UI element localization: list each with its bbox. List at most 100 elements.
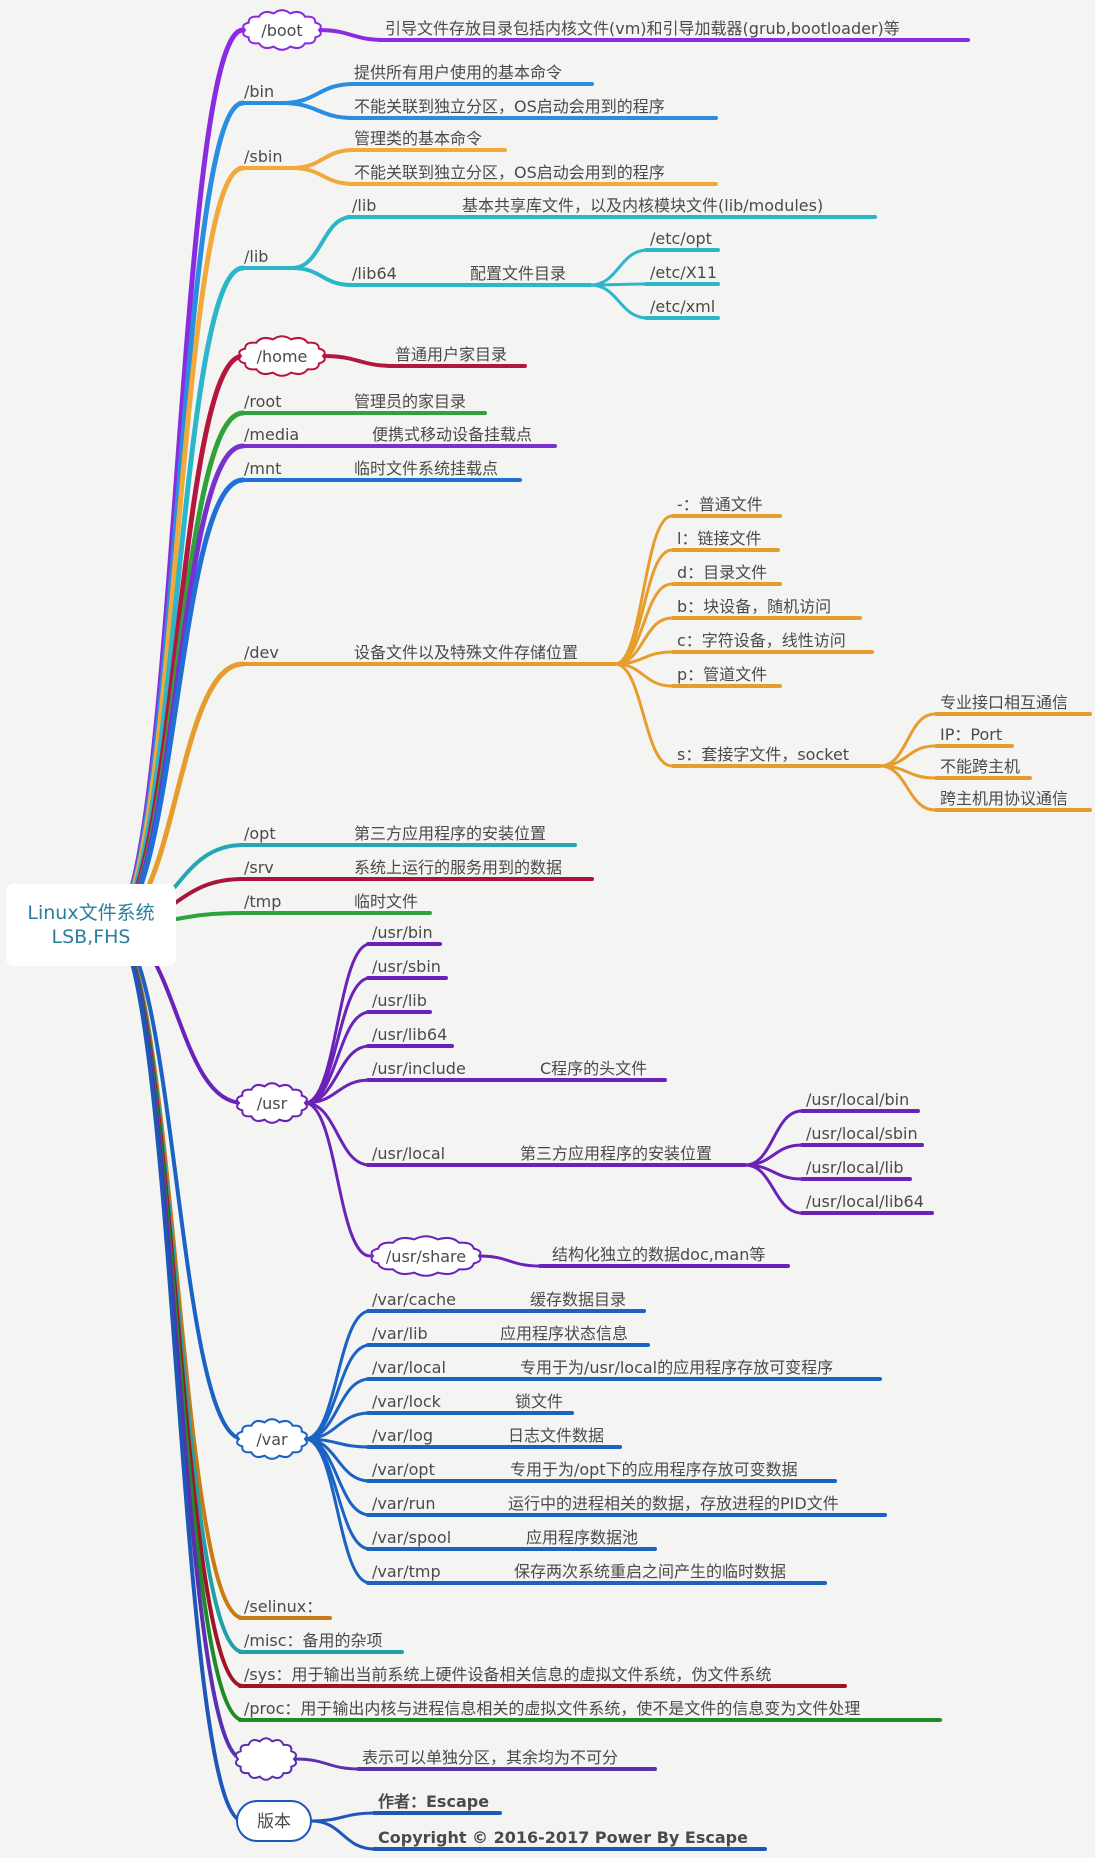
branch-connector — [309, 1819, 377, 1851]
node-opt[interactable]: /opt — [244, 824, 276, 843]
node-usr-bin[interactable]: /usr/bin — [372, 923, 433, 942]
node-bin-d1[interactable]: 提供所有用户使用的基本命令 — [354, 63, 562, 82]
home-node[interactable]: /home — [238, 335, 326, 377]
cloud-label: /home — [257, 347, 308, 366]
node-home-desc[interactable]: 普通用户家目录 — [395, 345, 507, 364]
node-dev-t3[interactable]: d：目录文件 — [677, 563, 767, 582]
node-srv[interactable]: /srv — [244, 858, 274, 877]
node-srv-desc[interactable]: 系统上运行的服务用到的数据 — [354, 858, 562, 877]
node-lib-lib-desc[interactable]: 基本共享库文件，以及内核模块文件(lib/modules) — [462, 196, 823, 215]
node-var-lib-desc[interactable]: 应用程序状态信息 — [500, 1324, 628, 1343]
node-proc[interactable]: /proc：用于输出内核与进程信息相关的虚拟文件系统，使不是文件的信息变为文件处… — [244, 1699, 860, 1718]
node-etc-x11[interactable]: /etc/X11 — [650, 263, 717, 282]
node-usr-local[interactable]: /usr/local — [372, 1144, 445, 1163]
boot-node[interactable]: /boot — [242, 9, 322, 51]
node-sys[interactable]: /sys：用于输出当前系统上硬件设备相关信息的虚拟文件系统，伪文件系统 — [244, 1665, 772, 1684]
node-usr-local-sbin[interactable]: /usr/local/sbin — [806, 1124, 918, 1143]
branch-connector — [477, 1254, 542, 1268]
node-sock3[interactable]: 不能跨主机 — [940, 757, 1020, 776]
node-media[interactable]: /media — [244, 425, 299, 444]
node-var-run[interactable]: /var/run — [372, 1494, 436, 1513]
node-etc-xml[interactable]: /etc/xml — [650, 297, 715, 316]
node-usr-local-desc[interactable]: 第三方应用程序的安装位置 — [520, 1144, 712, 1163]
node-dev[interactable]: /dev — [244, 643, 279, 662]
node-boot-desc[interactable]: 引导文件存放目录包括内核文件(vm)和引导加载器(grub,bootloader… — [385, 19, 900, 38]
node-var-cache-desc[interactable]: 缓存数据目录 — [530, 1290, 626, 1309]
node-var-log[interactable]: /var/log — [372, 1426, 433, 1445]
node-sock4[interactable]: 跨主机用协议通信 — [940, 789, 1068, 808]
node-dev-t2[interactable]: l：链接文件 — [677, 529, 761, 548]
node-var-opt-desc[interactable]: 专用于为/opt下的应用程序存放可变数据 — [510, 1460, 798, 1479]
partition-legend-cloud[interactable] — [234, 1737, 298, 1781]
node-lib-lib[interactable]: /lib — [352, 196, 376, 215]
node-var-tmp-desc[interactable]: 保存两次系统重启之间产生的临时数据 — [514, 1562, 786, 1581]
node-sbin-d2[interactable]: 不能关联到独立分区，OS启动会用到的程序 — [354, 163, 665, 182]
root-node[interactable]: Linux文件系统 LSB,FHS — [6, 884, 176, 966]
node-selinux[interactable]: /selinux： — [244, 1597, 322, 1616]
node-dev-t6[interactable]: p：管道文件 — [677, 665, 767, 684]
node-dev-desc[interactable]: 设备文件以及特殊文件存储位置 — [354, 643, 578, 662]
node-usr-include-desc[interactable]: C程序的头文件 — [540, 1059, 647, 1078]
node-opt-desc[interactable]: 第三方应用程序的安装位置 — [354, 824, 546, 843]
var-node[interactable]: /var — [236, 1418, 308, 1460]
node-usr-local-lib64[interactable]: /usr/local/lib64 — [806, 1192, 924, 1211]
branch-connector — [613, 662, 674, 768]
node-root-dir[interactable]: /root — [244, 392, 281, 411]
node-usr-local-bin[interactable]: /usr/local/bin — [806, 1090, 909, 1109]
node-etc-opt[interactable]: /etc/opt — [650, 229, 712, 248]
node-bin-d2[interactable]: 不能关联到独立分区，OS启动会用到的程序 — [354, 97, 665, 116]
branch-connector — [303, 1101, 372, 1167]
node-var-lock[interactable]: /var/lock — [372, 1392, 442, 1411]
node-media-desc[interactable]: 便携式移动设备挂载点 — [372, 425, 532, 444]
version-node[interactable]: 版本 — [236, 1800, 312, 1842]
node-usr-sbin[interactable]: /usr/sbin — [372, 957, 441, 976]
node-dev-t1[interactable]: -：普通文件 — [677, 495, 763, 514]
node-sbin[interactable]: /sbin — [244, 147, 282, 166]
usr-node[interactable]: /usr — [236, 1082, 308, 1124]
node-lib[interactable]: /lib — [244, 247, 268, 266]
branch-connector — [303, 1437, 372, 1551]
node-var-local[interactable]: /var/local — [372, 1358, 446, 1377]
node-lib-lib64[interactable]: /lib64 — [352, 264, 397, 283]
node-var-lib[interactable]: /var/lib — [372, 1324, 428, 1343]
node-bin[interactable]: /bin — [244, 82, 274, 101]
node-sbin-d1[interactable]: 管理类的基本命令 — [354, 129, 482, 148]
node-tmp[interactable]: /tmp — [244, 892, 281, 911]
node-var-cache[interactable]: /var/cache — [372, 1290, 456, 1309]
node-var-tmp[interactable]: /var/tmp — [372, 1562, 441, 1581]
branch-connector — [303, 976, 372, 1105]
node-var-spool-desc[interactable]: 应用程序数据池 — [526, 1528, 638, 1547]
node-var-opt[interactable]: /var/opt — [372, 1460, 435, 1479]
branch-connector — [321, 354, 397, 368]
branch-connector — [280, 101, 356, 120]
node-dev-t5[interactable]: c：字符设备，线性访问 — [677, 631, 846, 650]
root-spine — [107, 165, 246, 928]
node-sock2[interactable]: IP：Port — [940, 725, 1002, 744]
usr-share-node[interactable]: /usr/share — [370, 1235, 482, 1277]
node-mnt[interactable]: /mnt — [244, 459, 281, 478]
node-root-desc[interactable]: 管理员的家目录 — [354, 392, 466, 411]
node-misc[interactable]: /misc：备用的杂项 — [244, 1631, 383, 1650]
node-tmp-desc[interactable]: 临时文件 — [354, 892, 418, 911]
node-author[interactable]: 作者：Escape — [378, 1792, 489, 1811]
node-mnt-desc[interactable]: 临时文件系统挂载点 — [354, 459, 498, 478]
node-var-lock-desc[interactable]: 锁文件 — [515, 1392, 563, 1411]
node-var-run-desc[interactable]: 运行中的进程相关的数据，存放进程的PID文件 — [508, 1494, 839, 1513]
node-legend-desc[interactable]: 表示可以单独分区，其余均为不可分 — [362, 1748, 618, 1767]
node-copyright[interactable]: Copyright © 2016-2017 Power By Escape — [378, 1828, 748, 1847]
node-var-spool[interactable]: /var/spool — [372, 1528, 451, 1547]
node-lib-lib64-desc[interactable]: 配置文件目录 — [470, 264, 566, 283]
node-usr-local-lib[interactable]: /usr/local/lib — [806, 1158, 904, 1177]
node-usr-share-desc[interactable]: 结构化独立的数据doc,man等 — [552, 1245, 765, 1264]
branch-connector — [878, 712, 937, 768]
node-var-log-desc[interactable]: 日志文件数据 — [508, 1426, 604, 1445]
branch-connector — [293, 1757, 362, 1771]
node-var-local-desc[interactable]: 专用于为/usr/local的应用程序存放可变程序 — [520, 1358, 833, 1377]
node-usr-include[interactable]: /usr/include — [372, 1059, 466, 1078]
node-dev-t7[interactable]: s：套接字文件，socket — [677, 745, 849, 764]
node-usr-lib[interactable]: /usr/lib — [372, 991, 427, 1010]
node-usr-lib64[interactable]: /usr/lib64 — [372, 1025, 447, 1044]
node-sock1[interactable]: 专业接口相互通信 — [940, 693, 1068, 712]
node-dev-t4[interactable]: b：块设备，随机访问 — [677, 597, 831, 616]
branch-connector — [303, 942, 372, 1105]
